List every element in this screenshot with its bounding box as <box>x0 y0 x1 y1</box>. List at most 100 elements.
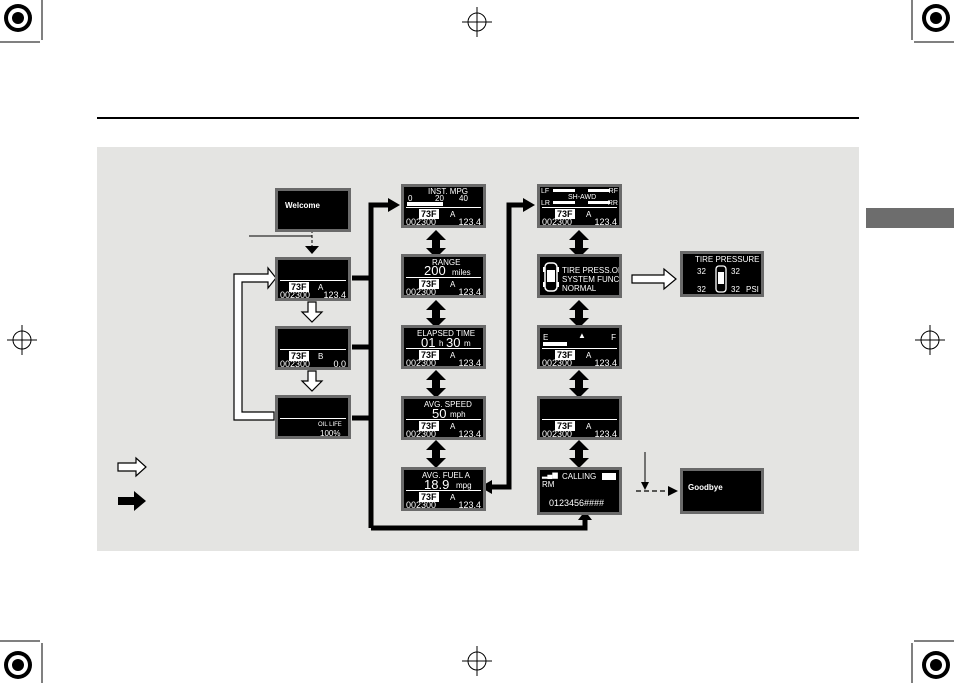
avg-fuel-value: 18.9 <box>424 477 450 492</box>
calling-status: CALLING <box>562 472 597 481</box>
blank-info-display: 73F A 002300 123.4 <box>537 396 622 440</box>
elapsed-minutes: 30 <box>446 335 461 350</box>
hfl-calling-display: ▂▄▆ CALLING RM 0123456#### <box>537 467 622 515</box>
scale-0: 0 <box>408 194 413 203</box>
trip-value: 0.0 <box>333 359 346 369</box>
scale-40: 40 <box>459 194 468 203</box>
tpms-line2: SYSTEM FUNC <box>562 275 620 284</box>
odometer-value: 002300 <box>280 290 311 300</box>
trip-value: 123.4 <box>458 287 481 297</box>
odometer-value: 002300 <box>406 217 437 227</box>
range-display: RANGE 200 miles 73F A 002300 123.4 <box>401 254 486 298</box>
odometer-value: 002300 <box>542 429 573 439</box>
scale-20: 20 <box>435 194 444 203</box>
sh-awd-title: SH-AWD <box>568 194 597 201</box>
trip-label: A <box>318 283 324 292</box>
tire-fl: 32 <box>697 267 706 276</box>
tire-unit: PSI <box>746 285 759 294</box>
outside-temp: 73F <box>555 209 575 219</box>
inst-mpg-title: INST. MPG <box>428 187 469 196</box>
elapsed-time-display: ELAPSED TIME 01 h 30 m 73F A 002300 123.… <box>401 325 486 369</box>
trip-label: A <box>450 493 456 502</box>
outside-temp: 73F <box>289 282 309 292</box>
torque-bar-rr <box>588 201 610 204</box>
fuel-gauge-display: E F ▲ 73F A 002300 123.4 <box>537 325 622 369</box>
avg-speed-display: AVG. SPEED 50 mph 73F A 002300 123.4 <box>401 396 486 440</box>
trip-value: 123.4 <box>594 217 617 227</box>
elapsed-m: m <box>464 339 471 348</box>
fuel-pump-icon: ▲ <box>578 331 586 340</box>
tire-rl: 32 <box>697 285 706 294</box>
trip-label: A <box>450 351 456 360</box>
tpms-status-display: TIRE PRESS.OK SYSTEM FUNC NORMAL <box>537 254 622 298</box>
odometer-value: 002300 <box>406 429 437 439</box>
tire-pressure-title: TIRE PRESSURE <box>695 255 760 264</box>
phone-number: 0123456#### <box>549 498 605 508</box>
avg-fuel-title: AVG. FUEL A <box>422 471 471 480</box>
odometer-value: 002300 <box>406 500 437 510</box>
trip-value: 123.4 <box>323 290 346 300</box>
sh-awd-display: LF RF SH-AWD LR RR 73F A 002300 123.4 <box>537 184 622 228</box>
odometer-value: 002300 <box>542 217 573 227</box>
rr-label: RR <box>607 200 618 207</box>
tire-fr: 32 <box>731 267 740 276</box>
trip-value: 123.4 <box>458 429 481 439</box>
oil-life-value: 100% <box>320 429 341 438</box>
oil-life-display: OIL LIFE 100% <box>275 395 351 439</box>
trip-label: A <box>450 422 456 431</box>
outside-temp: 73F <box>419 350 439 360</box>
trip-label: A <box>586 351 592 360</box>
lf-label: LF <box>541 188 550 195</box>
outside-temp: 73F <box>289 351 309 361</box>
mpg-bar <box>407 202 443 206</box>
odometer-value: 002300 <box>406 358 437 368</box>
avg-speed-value: 50 <box>432 406 447 421</box>
outside-temp: 73F <box>419 492 439 502</box>
trip-label: A <box>586 210 592 219</box>
tpms-line3: NORMAL <box>562 284 597 293</box>
fuel-full-label: F <box>611 333 616 342</box>
range-value: 200 <box>424 263 446 278</box>
range-unit: miles <box>452 268 471 277</box>
outside-temp: 73F <box>419 279 439 289</box>
outside-temp: 73F <box>419 209 439 219</box>
welcome-display: Welcome <box>275 188 351 232</box>
inst-mpg-display: INST. MPG 0 20 40 73F A 002300 123.4 <box>401 184 486 228</box>
avg-fuel-display: AVG. FUEL A 18.9 mpg 73F A 002300 123.4 <box>401 467 486 511</box>
torque-bar-lr <box>553 201 575 204</box>
elapsed-hours: 01 <box>421 335 436 350</box>
odometer-value: 002300 <box>542 358 573 368</box>
torque-bar-rf <box>588 189 610 192</box>
trip-value: 123.4 <box>458 358 481 368</box>
odometer-value: 002300 <box>406 287 437 297</box>
roam-label: RM <box>542 480 555 489</box>
outside-temp: 73F <box>555 421 575 431</box>
odometer-value: 002300 <box>280 359 311 369</box>
trip-label: A <box>450 210 456 219</box>
car-top-icon <box>543 262 559 292</box>
target-mark-tl <box>4 4 32 32</box>
range-title: RANGE <box>432 258 461 267</box>
target-mark-tr <box>922 4 950 32</box>
header-rule <box>97 117 859 119</box>
trip-label: A <box>450 280 456 289</box>
trip-value: 123.4 <box>594 358 617 368</box>
fuel-level-bar <box>543 342 567 346</box>
trip-value: 123.4 <box>458 500 481 510</box>
odometer-trip-a-display: 73F A 002300 123.4 <box>275 257 351 301</box>
rf-label: RF <box>608 188 618 195</box>
trip-label: B <box>318 352 324 361</box>
tpms-line1: TIRE PRESS.OK <box>562 266 622 275</box>
signal-icon: ▂▄▆ <box>542 472 558 479</box>
section-tab <box>866 208 954 228</box>
oil-life-label: OIL LIFE <box>318 422 342 428</box>
car-top-icon <box>715 265 727 293</box>
goodbye-text: Goodbye <box>688 483 723 492</box>
torque-bar-lf <box>553 189 575 192</box>
avg-speed-title: AVG. SPEED <box>424 400 472 409</box>
target-mark-br <box>922 651 950 679</box>
welcome-text: Welcome <box>285 201 320 210</box>
target-mark-bl <box>4 651 32 679</box>
elapsed-title: ELAPSED TIME <box>417 329 476 338</box>
